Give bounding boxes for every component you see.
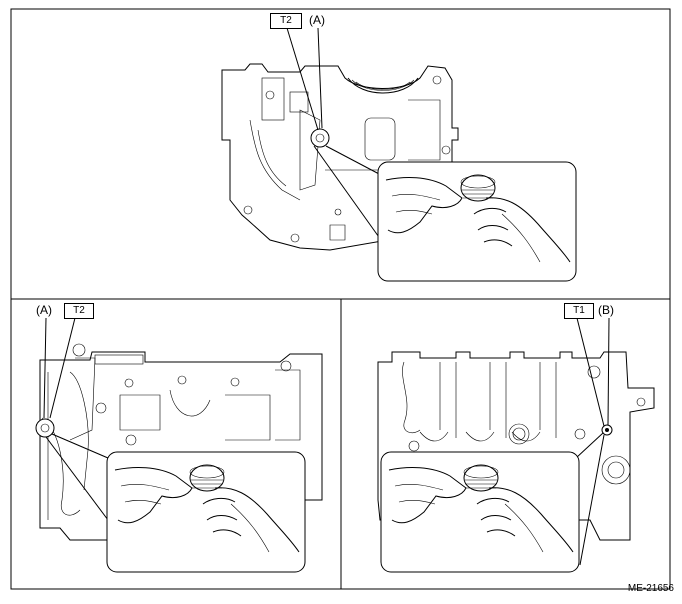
figure-code: ME-21656 (627, 583, 674, 594)
top-inset-hands (377, 161, 577, 282)
bottom-left-tool-tag: T2 (64, 303, 94, 319)
bottom-right-callout-label: (B) (598, 303, 614, 317)
bottom-left-engine-block (35, 343, 323, 541)
bottom-right-tool-tag: T1 (564, 303, 594, 319)
panel-frames (10, 8, 671, 590)
bottom-left-callout-label: (A) (36, 303, 52, 317)
top-engine-block (221, 63, 459, 251)
top-tool-tag: T2 (270, 13, 302, 29)
bottom-right-engine-block (377, 351, 655, 541)
top-callout-label: (A) (309, 13, 325, 27)
bottom-right-leader-lines (575, 317, 610, 566)
bottom-right-inset-hands (380, 451, 580, 573)
bottom-left-inset-hands (106, 451, 306, 573)
top-leader-lines (286, 27, 382, 241)
bottom-left-leader-lines (43, 317, 109, 521)
